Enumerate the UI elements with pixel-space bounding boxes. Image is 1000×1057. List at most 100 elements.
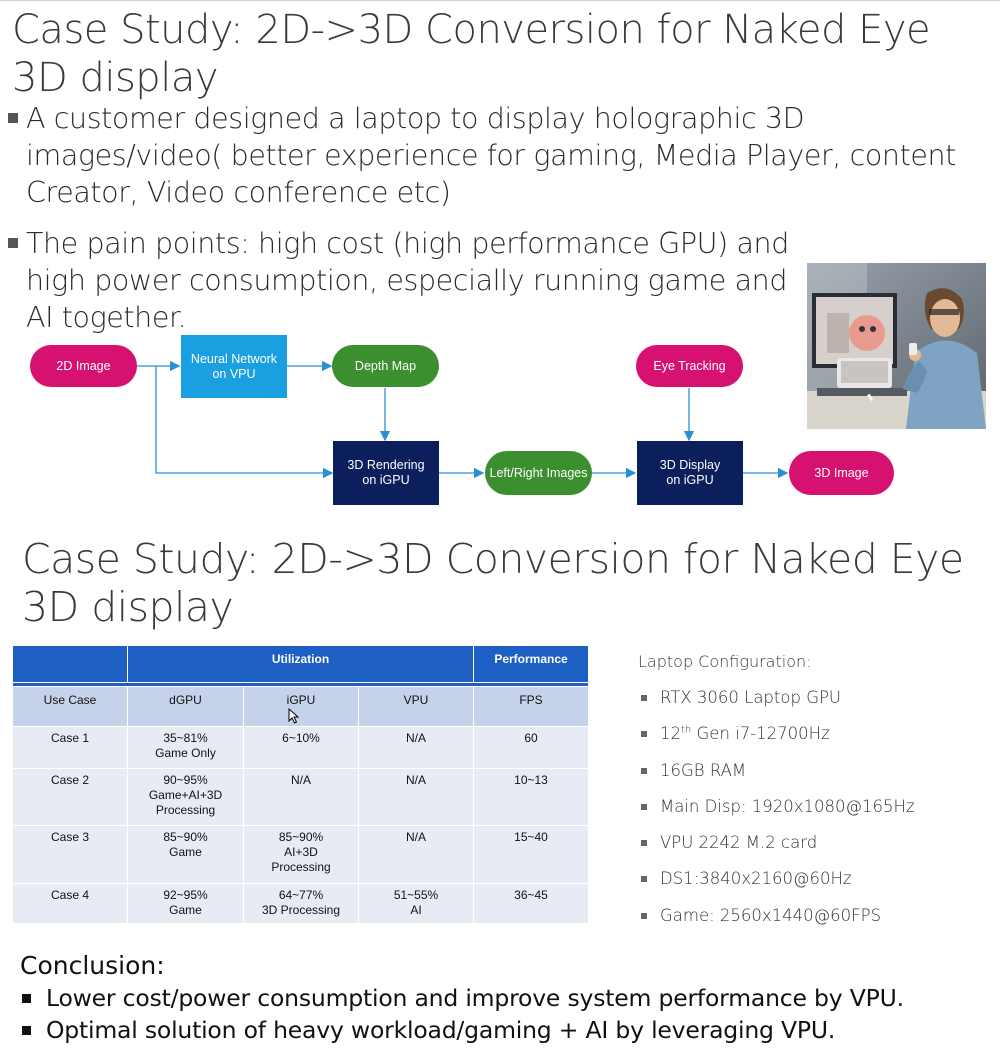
cell-line: 92~95% xyxy=(163,888,208,902)
square-bullet-icon xyxy=(641,731,647,738)
table-cell-vpu: N/A xyxy=(358,825,474,884)
table-row: Case 2 90~95% Game+AI+3D Processing N/A … xyxy=(12,768,589,826)
node-label: 2D Image xyxy=(56,358,111,373)
node-label: 3D Image xyxy=(814,465,869,480)
config-title: Laptop Configuration: xyxy=(638,652,812,671)
cell-line: 85~90% xyxy=(163,830,208,844)
config-item: VPU 2242 M.2 card xyxy=(638,833,988,869)
table-cell-dgpu: 90~95% Game+AI+3D Processing xyxy=(127,768,244,826)
square-bullet-icon xyxy=(22,1026,31,1035)
table-cell-dgpu: 92~95% Game xyxy=(127,883,244,924)
config-text: Main Disp: 1920x1080@165Hz xyxy=(660,796,915,816)
table-cell-vpu: N/A xyxy=(358,768,474,826)
cell-line: 51~55% xyxy=(393,888,439,902)
node-eye-tracking: Eye Tracking xyxy=(636,345,743,387)
slide1-title: Case Study: 2D->3D Conversion for Naked … xyxy=(12,7,931,101)
node-3d-display: 3D Display on iGPU xyxy=(637,441,743,505)
conclusion-section: Conclusion: Lower cost/power consumption… xyxy=(20,950,995,1046)
table-cell-igpu: 6~10% xyxy=(243,726,359,769)
square-bullet-icon xyxy=(641,840,647,847)
table-column-header-row: Use Case dGPU iGPU VPU FPS xyxy=(12,686,589,727)
node-label: 3D Display xyxy=(659,458,721,472)
cell-line: 3D Processing xyxy=(261,903,341,917)
cell-line: Game xyxy=(169,903,202,917)
config-text: RTX 3060 Laptop GPU xyxy=(660,688,842,707)
table-cell-case: Case 3 xyxy=(12,825,128,884)
conclusion-text: Optimal solution of heavy workload/gamin… xyxy=(46,1016,836,1044)
config-item: DS1:3840x2160@60Hz xyxy=(638,869,988,905)
bullet-item: The pain points: high cost (high perform… xyxy=(8,225,998,336)
cell-line: 64~77% xyxy=(278,888,324,902)
table-cell-dgpu: 35~81% Game Only xyxy=(127,726,244,769)
cell-line: Game Only xyxy=(155,746,216,760)
table-cell-dgpu: 85~90% Game xyxy=(127,825,244,884)
column-header-label: iGPU xyxy=(286,693,316,707)
config-superscript: th xyxy=(681,724,692,736)
node-label: on iGPU xyxy=(666,473,714,487)
table-cell-igpu: N/A xyxy=(243,768,359,826)
bullet-text: A customer designed a laptop to display … xyxy=(26,102,956,209)
photo-illustration xyxy=(807,263,986,429)
square-bullet-icon xyxy=(8,238,18,248)
column-header: FPS xyxy=(473,686,589,727)
node-2d-image: 2D Image xyxy=(30,345,137,387)
pipeline-arrows xyxy=(137,360,789,479)
column-header: Use Case xyxy=(12,686,128,727)
column-header: iGPU xyxy=(243,686,359,727)
cell-line: Game+AI+3D xyxy=(148,788,223,802)
column-header: VPU xyxy=(358,686,474,727)
table-cell-fps: 36~45 xyxy=(473,883,589,924)
square-bullet-icon xyxy=(641,876,647,883)
table-cell-case: Case 4 xyxy=(12,883,128,924)
laptop-configuration: Laptop Configuration: RTX 3060 Laptop GP… xyxy=(638,652,988,942)
cell-line: 35~81% xyxy=(163,731,208,745)
cell-line: Game xyxy=(169,845,202,859)
cell-line: AI xyxy=(410,903,422,917)
conclusion-item: Lower cost/power consumption and improve… xyxy=(20,982,995,1014)
square-bullet-icon xyxy=(641,803,647,810)
bullet-item: A customer designed a laptop to display … xyxy=(8,100,998,211)
square-bullet-icon xyxy=(641,912,647,919)
config-text: Gen i7-12700Hz xyxy=(691,724,830,744)
cell-line: 90~95% xyxy=(163,773,208,787)
config-text: VPU 2242 M.2 card xyxy=(660,833,818,853)
cell-line: Processing xyxy=(155,803,216,817)
conclusion-item: Optimal solution of heavy workload/gamin… xyxy=(20,1014,995,1046)
node-label: on VPU xyxy=(212,366,256,381)
table-row: Case 4 92~95% Game 64~77% 3D Processing … xyxy=(12,883,589,924)
config-item: Game: 2560x1440@60FPS xyxy=(638,906,988,942)
config-text: 16GB RAM xyxy=(660,760,747,780)
table-cell-fps: 10~13 xyxy=(473,768,589,826)
config-item: RTX 3060 Laptop GPU xyxy=(638,688,988,724)
config-item: 16GB RAM xyxy=(638,761,988,797)
cell-line: 85~90% xyxy=(278,830,324,844)
top-divider xyxy=(0,0,1000,1)
table-row: Case 3 85~90% Game 85~90% AI+3D Processi… xyxy=(12,825,589,884)
slide2-title: Case Study: 2D->3D Conversion for Naked … xyxy=(22,535,964,631)
utilization-header: Utilization xyxy=(127,645,474,683)
table-cell-vpu: 51~55% AI xyxy=(358,883,474,924)
table-cell-case: Case 1 xyxy=(12,726,128,769)
pipeline-diagram: 2D Image Neural Network on VPU Depth Map… xyxy=(0,320,1000,520)
table-cell-fps: 60 xyxy=(473,726,589,769)
node-left-right-images: Left/Right Images xyxy=(485,451,592,495)
node-3d-rendering: 3D Rendering on iGPU xyxy=(333,441,439,505)
node-label: Left/Right Images xyxy=(489,465,588,480)
square-bullet-icon xyxy=(641,695,647,701)
table-row: Case 1 35~81% Game Only 6~10% N/A 60 xyxy=(12,726,589,769)
table-group-header-row: Utilization Performance xyxy=(12,645,589,683)
config-text: 12 xyxy=(660,724,681,744)
table-cell-case: Case 2 xyxy=(12,768,128,826)
table-cell-igpu: 85~90% AI+3D Processing xyxy=(243,825,359,884)
config-item: Main Disp: 1920x1080@165Hz xyxy=(638,797,988,833)
performance-header: Performance xyxy=(473,645,589,683)
node-label: 3D Rendering xyxy=(347,458,425,472)
cell-line: AI+3D xyxy=(284,845,318,859)
config-text: DS1:3840x2160@60Hz xyxy=(660,869,852,889)
table-header-cell xyxy=(12,645,128,683)
person-at-laptop-photo xyxy=(807,263,986,429)
conclusion-title: Conclusion: xyxy=(20,951,165,980)
node-label: Neural Network xyxy=(190,351,278,366)
slide1-bullet-list: A customer designed a laptop to display … xyxy=(8,100,998,336)
bullet-text: The pain points: high cost (high perform… xyxy=(26,227,789,334)
